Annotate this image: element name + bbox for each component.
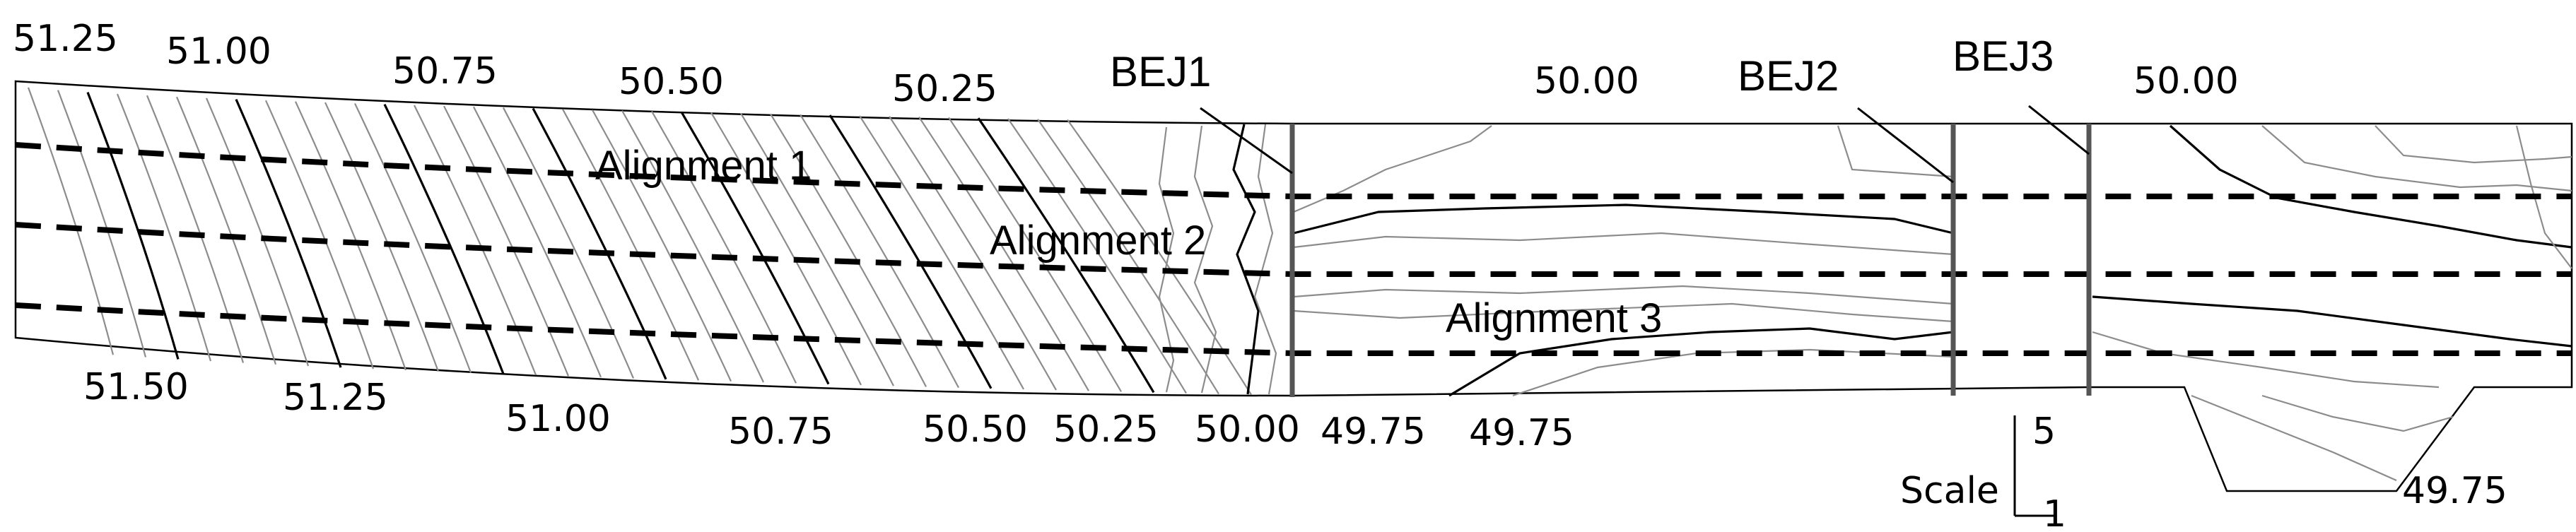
- contour-24: [740, 112, 894, 386]
- joint-label-1: BEJ1: [1110, 48, 1211, 95]
- contour-0: [27, 87, 115, 355]
- joint-leader-3: [2028, 105, 2090, 155]
- contour-36: [1158, 126, 1175, 393]
- bottom-elevation-10: 49.75: [2402, 470, 2507, 512]
- scale-horizontal-value: 1: [2043, 493, 2066, 532]
- contour-12: [383, 104, 505, 374]
- alignment-label-3: Alignment 3: [1446, 295, 1662, 341]
- contour-53: [2191, 394, 2397, 482]
- contour-50: [2375, 125, 2572, 164]
- alignment-line-3: [15, 302, 2572, 356]
- contour-54: [2261, 394, 2454, 432]
- contour-21: [651, 111, 797, 384]
- contour-44: [1293, 302, 1954, 323]
- top-elevation-3: 50.75: [392, 50, 498, 93]
- top-elevation-2: 51.00: [166, 30, 271, 73]
- contour-33: [1007, 118, 1187, 394]
- alignment-label-2: Alignment 2: [990, 218, 1206, 264]
- scale-vertical-value: 5: [2032, 410, 2056, 453]
- contour-51: [2092, 295, 2572, 348]
- contour-45: [1448, 327, 1954, 397]
- contour-55: [2515, 125, 2572, 269]
- contour-37: [1193, 125, 1217, 394]
- contour-20: [621, 110, 764, 383]
- contour-lines: [27, 87, 2572, 482]
- contour-14: [443, 105, 570, 377]
- contour-3: [116, 93, 212, 362]
- contour-19: [592, 110, 732, 382]
- contour-41: [1293, 203, 1954, 235]
- contour-30: [918, 116, 1089, 391]
- bottom-elevation-7: 50.00: [1195, 408, 1300, 451]
- bottom-elevation-4: 50.75: [728, 410, 833, 453]
- top-elevation-4: 50.50: [619, 61, 724, 103]
- contour-49: [2261, 125, 2572, 192]
- joint-leader-1: [1200, 107, 1293, 175]
- top-elevation-1: 51.25: [13, 18, 118, 60]
- contour-9: [295, 101, 407, 371]
- contour-5: [175, 96, 277, 365]
- joint-leader-2: [1857, 107, 1954, 184]
- contour-2: [86, 92, 180, 360]
- top-elevation-7: 50.00: [2133, 60, 2239, 102]
- contour-22: [680, 111, 830, 385]
- joint-label-2: BEJ2: [1738, 52, 1839, 100]
- contour-31: [948, 117, 1122, 392]
- contour-16: [503, 107, 635, 379]
- contour-32: [977, 117, 1155, 394]
- scale-label: Scale: [1900, 470, 1999, 512]
- contour-38: [1232, 124, 1260, 395]
- contour-47: [1837, 125, 1954, 178]
- contour-4: [146, 95, 245, 363]
- contour-10: [324, 102, 440, 372]
- top-elevation-6: 50.00: [1534, 60, 1639, 102]
- contour-7: [235, 98, 342, 368]
- contour-6: [205, 97, 310, 367]
- top-elevation-5: 50.25: [892, 68, 997, 110]
- contour-34: [1037, 119, 1219, 395]
- alignment-line-2: [15, 222, 2572, 277]
- contour-35: [1067, 119, 1252, 396]
- contour-13: [414, 105, 537, 376]
- contour-11: [354, 102, 472, 373]
- contour-26: [800, 114, 959, 389]
- contour-29: [889, 116, 1057, 391]
- bottom-elevation-8: 49.75: [1321, 410, 1426, 453]
- contour-43: [1293, 285, 1954, 305]
- contour-28: [859, 115, 1024, 390]
- contour-1: [57, 90, 147, 357]
- contour-42: [1293, 232, 1954, 256]
- contour-27: [829, 114, 993, 389]
- contour-48: [2169, 124, 2572, 249]
- contour-15: [473, 106, 602, 378]
- bottom-elevation-6: 50.25: [1053, 408, 1159, 451]
- bottom-elevation-2: 51.25: [283, 377, 388, 419]
- contour-17: [532, 107, 667, 380]
- contour-23: [710, 112, 862, 386]
- bottom-elevation-1: 51.50: [83, 366, 189, 408]
- alignment-label-1: Alignment 1: [595, 143, 812, 189]
- contour-39: [1253, 124, 1277, 395]
- contour-8: [264, 100, 375, 370]
- joint-label-3: BEJ3: [1953, 32, 2054, 80]
- bottom-elevation-9: 49.75: [1469, 412, 1574, 454]
- contour-52: [2092, 331, 2440, 389]
- scale-indicator: Scale 5 1: [1900, 410, 2066, 532]
- bottom-elevation-3: 51.00: [505, 398, 611, 440]
- alignment-line-1: [15, 142, 2572, 199]
- contour-25: [770, 113, 927, 387]
- bottom-elevation-5: 50.50: [923, 408, 1028, 451]
- contour-18: [562, 109, 700, 381]
